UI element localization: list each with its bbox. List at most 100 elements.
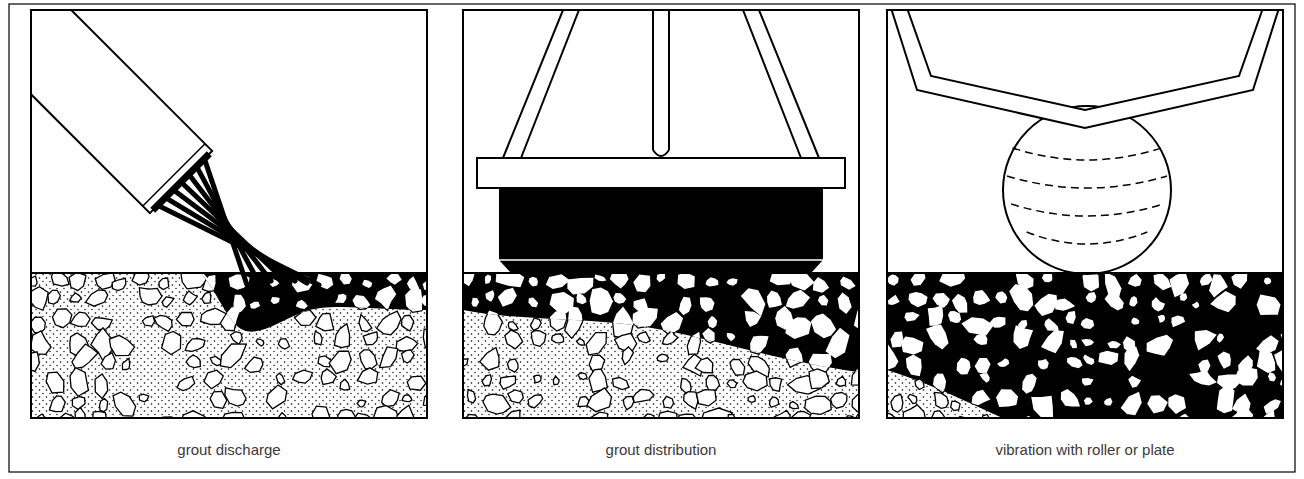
aggregate-stone xyxy=(578,373,587,380)
embedded-stone xyxy=(500,376,515,389)
embedded-stone xyxy=(122,358,129,369)
embedded-stone xyxy=(139,288,162,305)
embedded-stone xyxy=(382,390,400,407)
embedded-stone xyxy=(204,370,223,389)
embedded-stone xyxy=(31,287,48,311)
embedded-stone xyxy=(91,318,112,330)
embedded-stone xyxy=(851,366,859,385)
embedded-stone xyxy=(1158,315,1165,323)
embedded-stone xyxy=(553,376,559,384)
aggregate-stone xyxy=(528,395,543,408)
embedded-stone xyxy=(787,273,815,291)
embedded-stone xyxy=(70,368,88,397)
embedded-stone xyxy=(546,274,570,289)
embedded-stone xyxy=(1082,273,1099,291)
embedded-stone xyxy=(528,297,538,307)
embedded-stone xyxy=(202,275,215,291)
aggregate-stone xyxy=(314,331,322,345)
embedded-stone xyxy=(202,292,211,303)
aggregate-stone xyxy=(681,378,692,393)
aggregate-bed xyxy=(463,273,859,418)
aggregate-stone xyxy=(552,334,564,343)
aggregate-stone xyxy=(210,356,221,365)
aggregate-stone xyxy=(46,372,64,393)
aggregate-stone xyxy=(139,288,162,305)
embedded-stone xyxy=(1217,334,1224,343)
embedded-stone xyxy=(402,395,412,402)
embedded-stone xyxy=(785,347,802,367)
embedded-stone xyxy=(769,397,778,407)
aggregate-stone xyxy=(407,376,426,390)
aggregate-stone xyxy=(159,278,169,290)
ground-line xyxy=(31,272,427,274)
aggregate-stone xyxy=(266,385,286,409)
embedded-stone xyxy=(932,411,947,418)
embedded-stone xyxy=(49,396,65,412)
embedded-stone xyxy=(928,305,943,326)
embedded-stone xyxy=(679,297,691,315)
aggregate-stone xyxy=(623,396,633,409)
embedded-stone xyxy=(69,273,86,291)
embedded-stone xyxy=(926,325,949,350)
embedded-stone xyxy=(142,316,154,326)
embedded-stone xyxy=(663,396,674,408)
embedded-stone xyxy=(528,395,543,408)
embedded-stone xyxy=(375,285,396,310)
embedded-stone xyxy=(485,290,494,302)
embedded-stone xyxy=(901,337,924,355)
embedded-stone xyxy=(75,407,86,418)
embedded-stone xyxy=(748,357,769,377)
grouted-layer xyxy=(463,273,859,418)
embedded-stone xyxy=(386,273,401,284)
embedded-stone xyxy=(1192,301,1200,308)
aggregate-stone xyxy=(743,371,767,391)
embedded-stone xyxy=(162,331,181,354)
embedded-stone xyxy=(695,358,712,373)
embedded-stone xyxy=(1168,394,1186,414)
aggregate-stone xyxy=(359,315,372,332)
embedded-stone xyxy=(767,291,782,308)
embedded-stone xyxy=(622,347,633,365)
aggregate-stone xyxy=(402,395,412,402)
aggregate-stone xyxy=(340,379,350,390)
panel xyxy=(875,8,1298,437)
embedded-stone xyxy=(72,344,98,368)
embedded-stone xyxy=(508,390,524,403)
aggregate-stone xyxy=(577,339,585,345)
embedded-stone xyxy=(589,355,605,372)
embedded-stone xyxy=(396,337,418,352)
embedded-stone xyxy=(176,312,194,326)
embedded-stone xyxy=(91,328,116,363)
embedded-stone xyxy=(1147,395,1168,413)
embedded-stone xyxy=(700,297,715,312)
embedded-stone xyxy=(989,317,1005,328)
embedded-stone xyxy=(531,330,546,346)
embedded-stone xyxy=(1264,277,1271,284)
embedded-stone xyxy=(887,344,898,370)
aggregate-stone xyxy=(706,375,719,390)
embedded-stone xyxy=(162,297,174,307)
grout-hose xyxy=(31,10,212,213)
embedded-stone xyxy=(952,294,967,313)
embedded-stone xyxy=(1198,360,1210,372)
embedded-stone xyxy=(294,310,316,325)
aggregate-stone xyxy=(210,391,227,408)
embedded-stone xyxy=(745,311,762,327)
embedded-stone xyxy=(589,369,608,392)
aggregate-stone xyxy=(748,396,755,402)
embedded-stone xyxy=(831,392,847,408)
embedded-stone xyxy=(1200,273,1213,286)
embedded-stone xyxy=(1170,273,1190,297)
aggregate-stone xyxy=(177,376,195,390)
aggregate-stone xyxy=(72,344,98,368)
spreader-blade xyxy=(499,188,823,273)
aggregate-stone xyxy=(132,273,149,285)
embedded-stone xyxy=(615,333,637,351)
spreader-post xyxy=(653,150,669,156)
aggregate-stone xyxy=(31,287,48,311)
embedded-stone xyxy=(51,273,69,286)
aggregate-stone xyxy=(382,390,400,407)
embedded-stone xyxy=(1217,351,1231,368)
embedded-stone xyxy=(72,397,85,410)
aggregate-stone xyxy=(928,305,943,326)
